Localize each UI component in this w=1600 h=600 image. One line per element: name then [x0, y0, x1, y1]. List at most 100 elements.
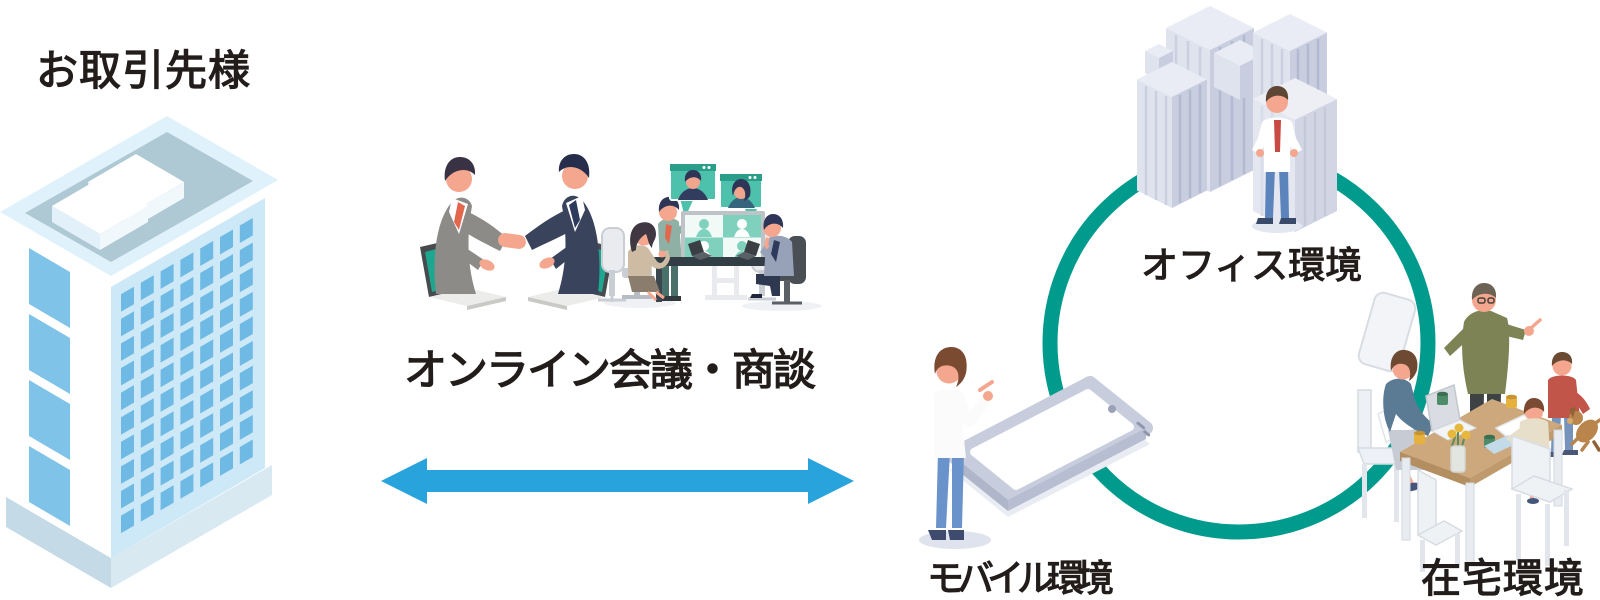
building-window: [160, 460, 174, 486]
building-window: [220, 327, 233, 353]
office-buildings-worker-icon: [1137, 6, 1337, 233]
building-window: [121, 286, 134, 312]
building-window: [239, 390, 253, 416]
building-window: [239, 341, 253, 367]
seated-woman: [622, 222, 670, 302]
building-window: [180, 399, 194, 425]
building-window: [29, 446, 70, 526]
seated-man: [750, 214, 806, 305]
building-window: [239, 242, 253, 268]
handshake-through-laptops-icon: [420, 154, 614, 310]
woman-with-tablet-icon: [919, 347, 1153, 549]
flower-vase-icon: [1447, 423, 1471, 473]
building-window: [121, 458, 134, 484]
building-window: [121, 335, 134, 361]
family-at-table-icon: [1356, 283, 1600, 572]
building-window: [180, 276, 194, 302]
center-title: オンライン会議・商談: [404, 347, 816, 395]
building-window: [160, 411, 174, 437]
building-window: [220, 377, 233, 403]
handshake-hands: [498, 233, 526, 249]
laptop-icon: [736, 240, 760, 260]
home-env-label: 在宅環境: [1421, 557, 1585, 600]
building-window: [180, 350, 194, 376]
building-window: [160, 313, 174, 339]
businessman-left: [434, 157, 507, 294]
building-window: [220, 352, 233, 378]
building-window: [220, 426, 233, 452]
building-window: [160, 362, 174, 388]
building-window: [121, 483, 134, 509]
mobile-woman: [919, 347, 994, 549]
office-worker: [1252, 86, 1302, 233]
building-window: [239, 291, 253, 317]
dining-chair: [1416, 468, 1464, 572]
mug-icon: [1437, 391, 1448, 405]
building-window: [200, 462, 214, 488]
building-window: [29, 314, 70, 394]
building-window: [140, 447, 154, 473]
mug-icon: [1506, 394, 1517, 408]
building-window: [200, 363, 214, 389]
video-call-window-icon: [719, 173, 763, 226]
building-window: [121, 434, 134, 460]
building-window: [200, 265, 214, 291]
building-window: [160, 337, 174, 363]
building-window: [239, 365, 253, 391]
building-window: [220, 229, 233, 255]
building-window: [160, 288, 174, 314]
dining-chair: [1510, 434, 1574, 566]
building-window: [180, 252, 194, 278]
building-window: [180, 473, 194, 499]
building-window: [140, 324, 154, 350]
dog-icon: [1567, 407, 1600, 452]
two-way-arrow-icon: [381, 458, 854, 504]
building-window: [160, 386, 174, 412]
mobile-env-label: モバイル環境: [927, 558, 1114, 599]
building-window: [121, 311, 134, 337]
building-window: [140, 472, 154, 498]
building-window: [180, 375, 194, 401]
building-window: [160, 436, 174, 462]
partner-label: お取引先様: [36, 47, 252, 94]
building-window: [140, 299, 154, 325]
building-window: [160, 263, 174, 289]
rooftop-unit: [52, 178, 148, 250]
building-window: [200, 437, 214, 463]
video-conference-icon: [598, 163, 822, 311]
businessman-right: [525, 154, 600, 294]
building-window: [160, 485, 174, 511]
building-window: [239, 218, 253, 244]
building-window: [239, 316, 253, 342]
office-tower: [1137, 44, 1207, 208]
building-window: [121, 508, 134, 534]
building-window: [220, 278, 233, 304]
building-window: [180, 424, 194, 450]
building-window: [140, 398, 154, 424]
building-window: [140, 275, 154, 301]
building-window: [200, 388, 214, 414]
laptop-icon: [688, 240, 712, 260]
building-front-windows: [121, 218, 253, 534]
building-window: [121, 409, 134, 435]
building-window: [200, 314, 214, 340]
building-window: [200, 413, 214, 439]
building-window: [140, 422, 154, 448]
building-window: [121, 360, 134, 386]
office-env-label: オフィス環境: [1141, 245, 1363, 286]
building-window: [220, 450, 233, 476]
building-window: [220, 303, 233, 329]
building-window: [200, 240, 214, 266]
building-window: [121, 385, 134, 411]
building-window: [140, 373, 154, 399]
building-window: [29, 248, 70, 328]
building-window: [200, 290, 214, 316]
building-window: [180, 301, 194, 327]
building-window: [200, 339, 214, 365]
office-building-icon: [0, 116, 278, 588]
building-window: [140, 496, 154, 522]
building-window: [239, 439, 253, 465]
building-window: [239, 414, 253, 440]
